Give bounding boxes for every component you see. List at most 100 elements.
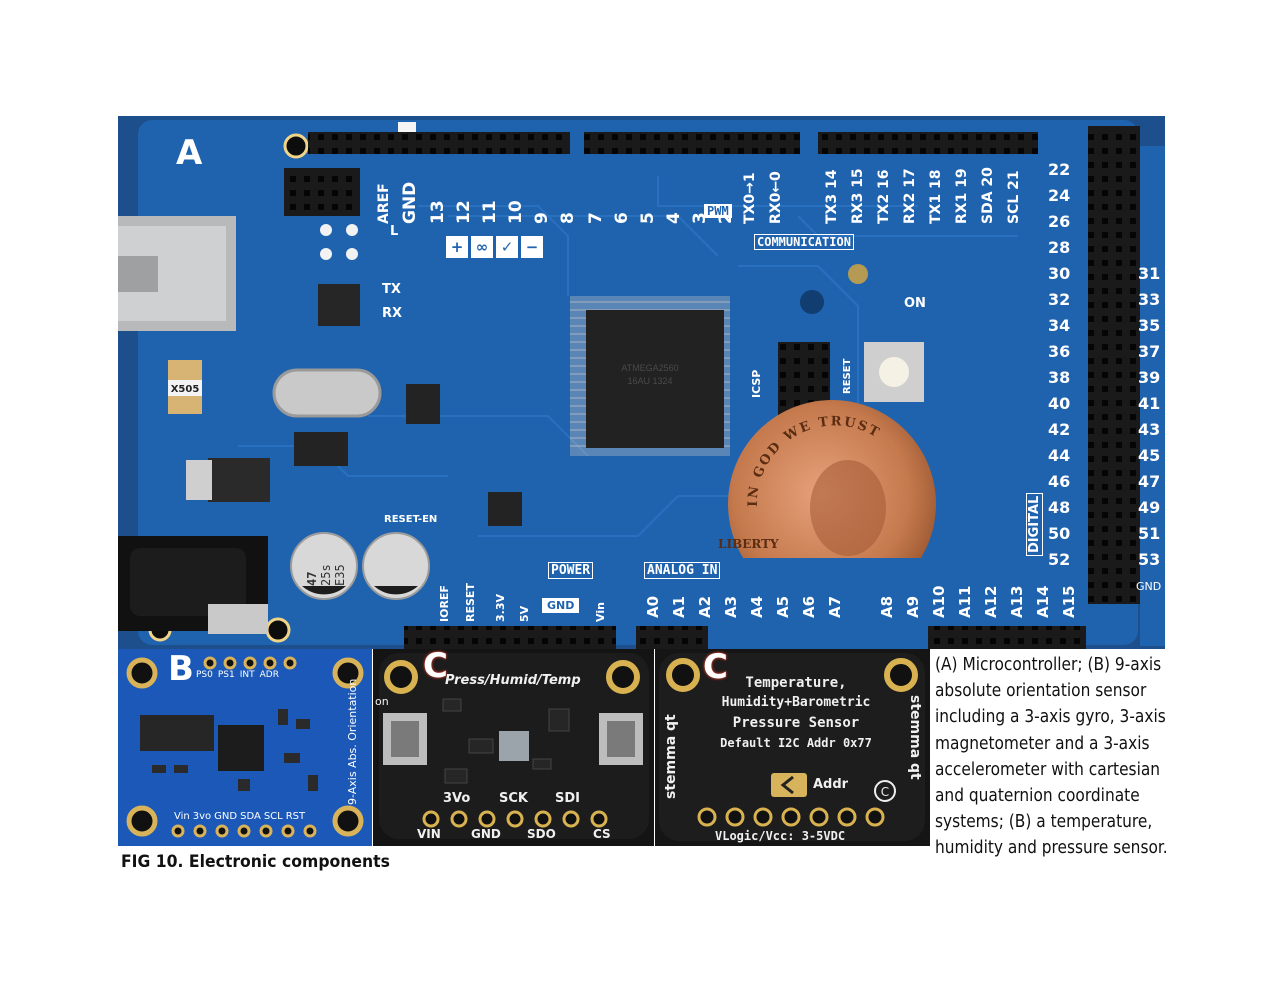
sensor-b-pin-label: Vin [174,811,190,822]
digital-pin-number: 48 [1048,498,1071,517]
sensor-b-pin-label: RST [285,811,306,822]
svg-text:16AU 1324: 16AU 1324 [627,376,672,386]
digital-pin-number: 28 [1048,238,1071,257]
analog-pin-label: A1 [670,595,688,618]
top-header-label: TX0→1 [742,172,758,224]
reset-label: RESET [842,358,853,394]
digital-pin-number: 46 [1048,472,1071,491]
logo-symbol: + [446,236,468,258]
digital-pin-number: 39 [1138,368,1161,387]
sensor-c1-pin-label: CS [593,827,611,841]
coin-liberty: LIBERTY [718,537,779,551]
digital-pin-number: 50 [1048,524,1071,543]
sensor-b-pin-label: SDA [240,811,261,822]
sensor-b-pin-label: GND [214,811,238,822]
top-header-label: 12 [454,200,474,224]
sensor-c2-brand-left: stemma qt [663,714,679,799]
power-pin-label: RESET [464,583,477,622]
power-pin-label: IOREF [438,585,451,622]
sensor-c2-bottom-label: VLogic/Vcc: 3-5VDC [715,829,846,843]
sensor-b-pin-label: INT [239,670,255,680]
sensor-c1-pin-label: GND [471,827,501,841]
capacitor-text-2: 25s [319,564,333,586]
figure-side-caption: (A) Microcontroller; (B) 9-axis absolute… [935,655,1168,859]
digital-pin-number: 41 [1138,394,1161,413]
sensor-c1-pin-label: SDI [555,791,580,806]
power-pin-label: 3.3V [494,594,507,622]
digital-pin-number: 44 [1048,446,1071,465]
top-header-label: 8 [558,212,578,224]
digital-pin-number: 33 [1138,290,1161,309]
top-header-label: TX3 14 [824,169,840,224]
communication-label: COMMUNICATION [754,234,854,250]
gnd-right-label: GND [1136,580,1162,593]
digital-pin-number: 49 [1138,498,1161,517]
top-header-label: 13 [428,200,448,224]
sensor-c2-silkscreen-line: Pressure Sensor [732,715,860,731]
board-illustration: ATMEGA2560 16AU 1324 X505 47 25s E35 [118,116,1165,649]
digital-pin-number: 45 [1138,446,1161,465]
sensor-c1-pin-label: SCK [499,791,528,806]
digital-pin-number: 43 [1138,420,1161,439]
sensor-c1-pin-label: 3Vo [443,791,471,806]
top-header-label: 4 [664,212,684,224]
analog-pin-label: A2 [696,595,714,618]
sensor-c2-silkscreen-line: Humidity+Barometric [721,695,871,710]
power-pin-label: Vin [594,602,607,622]
icsp-label: ICSP [750,369,763,398]
sensor-c1-title: Press/Humid/Temp [445,673,581,688]
panel-label-c2: C [703,649,728,687]
top-header-label: AREF [376,183,392,224]
power-pin-label: GND [542,598,580,613]
analog-pin-label: A0 [644,595,662,618]
digital-pin-number: 36 [1048,342,1071,361]
sensor-b-pin-label: PS0 [196,670,213,680]
analog-pin-label: A13 [1008,585,1026,618]
sensor-c2-silkscreen-line: Default I2C Addr 0x77 [720,736,872,750]
microcontroller-board-photo: ATMEGA2560 16AU 1324 X505 47 25s E35 [118,116,1165,649]
analog-pin-label: A7 [826,595,844,618]
analog-pin-label: A9 [904,595,922,618]
top-header-label: 6 [612,212,632,224]
analog-pin-label: A10 [930,585,948,618]
top-header-label: 7 [586,212,606,224]
top-header-label: 11 [480,200,500,224]
digital-label: DIGITAL [1026,492,1043,556]
digital-pin-number: 42 [1048,420,1071,439]
digital-pin-number: 47 [1138,472,1161,491]
digital-pin-number: 30 [1048,264,1071,283]
top-header-label: RX1 19 [954,168,970,224]
sensor-b-pin-label: SCL [263,811,283,822]
analog-pin-label: A14 [1034,585,1052,618]
capacitor-text-1: 47 [305,572,319,586]
panel-label-b: B [168,649,194,689]
logo-symbol: ∞ [471,236,493,258]
top-header-label: RX2 17 [902,168,918,224]
top-header-label: TX1 18 [928,169,944,224]
top-header-label: TX2 16 [876,169,892,224]
figure-caption: FIG 10. Electronic components [121,852,390,872]
logo-symbols: +∞✓− [446,236,543,258]
analog-pin-label: A15 [1060,585,1078,618]
digital-pin-number: 35 [1138,316,1161,335]
pwm-label: PWM [704,204,732,218]
logo-symbol: − [521,236,543,258]
top-header-label: SCL 21 [1006,170,1022,224]
digital-pin-number: 26 [1048,212,1071,231]
analog-label: ANALOG IN [644,562,721,579]
top-header-label: RX0←0 [768,171,784,224]
analog-pin-label: A3 [722,595,740,618]
sensor-c2-silkscreen-line: Temperature, [745,675,847,691]
sensor-c2-illustration: C [655,649,930,846]
top-header-label: SDA 20 [980,167,996,224]
sensor-b-pin-label: ADR [259,670,279,680]
digital-pin-number: 53 [1138,550,1161,569]
sensor-c1-pin-label: SDO [527,827,556,841]
led-label-l: L [390,224,399,239]
svg-text:ATMEGA2560: ATMEGA2560 [621,363,678,373]
sensor-c2-addr-label: Addr [813,777,849,792]
